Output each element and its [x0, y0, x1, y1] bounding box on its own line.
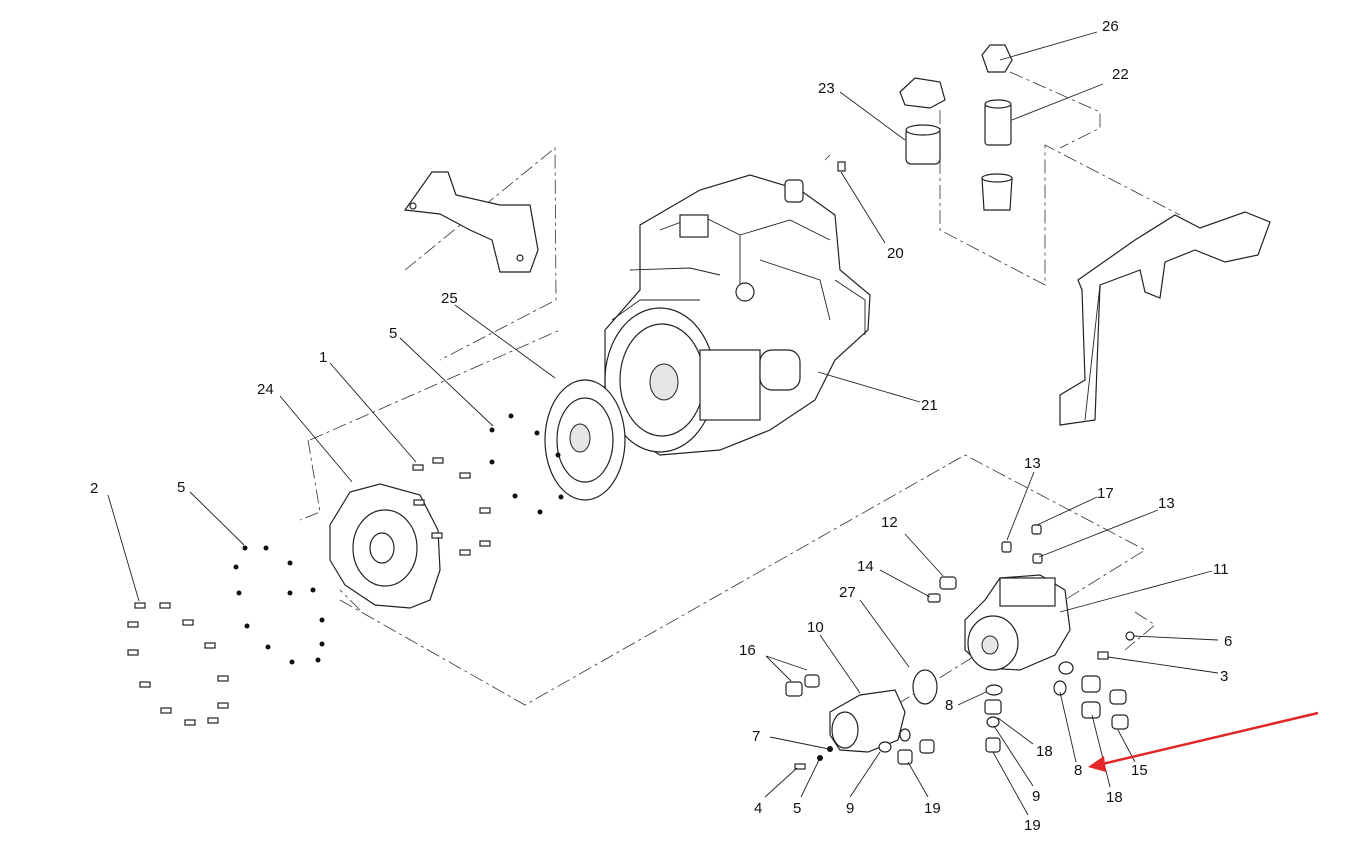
- callout-5-a: 5: [389, 325, 397, 342]
- water-separator: [981, 44, 1013, 211]
- callout-24: 24: [257, 381, 274, 398]
- callout-3: 3: [1220, 668, 1228, 685]
- leader-lines: [107, 31, 1219, 816]
- callout-21: 21: [921, 397, 938, 414]
- o-ring-27: [912, 669, 938, 705]
- callout-19-b: 19: [1024, 817, 1041, 834]
- fuel-filter-head: [899, 77, 946, 165]
- callout-12: 12: [881, 514, 898, 531]
- callout-6: 6: [1224, 633, 1232, 650]
- callout-13-b: 13: [1158, 495, 1175, 512]
- callout-17: 17: [1097, 485, 1114, 502]
- callout-4: 4: [754, 800, 762, 817]
- callout-7: 7: [752, 728, 760, 745]
- callout-16: 16: [739, 642, 756, 659]
- hydraulic-pump: [964, 574, 1071, 671]
- engine-assembly: [604, 174, 871, 456]
- callout-19-a: 19: [924, 800, 941, 817]
- callout-9-a: 9: [846, 800, 854, 817]
- callout-27: 27: [839, 584, 856, 601]
- engine-mount-bracket-left: [403, 171, 539, 273]
- callout-14: 14: [857, 558, 874, 575]
- callout-18-a: 18: [1036, 743, 1053, 760]
- callout-22: 22: [1112, 66, 1129, 83]
- gear-pump: [829, 689, 906, 753]
- callout-25: 25: [441, 290, 458, 307]
- callout-15: 15: [1131, 762, 1148, 779]
- flywheel-disc: [544, 379, 626, 501]
- callout-10: 10: [807, 619, 824, 636]
- flywheel-housing: [329, 483, 441, 609]
- callout-1: 1: [319, 349, 327, 366]
- callout-23: 23: [818, 80, 835, 97]
- callout-2: 2: [90, 480, 98, 497]
- highlight-arrow: [1088, 711, 1319, 772]
- callout-18-b: 18: [1106, 789, 1123, 806]
- callout-11: 11: [1213, 561, 1229, 578]
- fasteners: [127, 161, 1135, 770]
- callout-labels: 1 2 3 4 5 5 5 6 7 8 8 9 9 10 11 12 13 13…: [90, 18, 1232, 834]
- callout-9-b: 9: [1032, 788, 1040, 805]
- callout-5-c: 5: [793, 800, 801, 817]
- callout-5-b: 5: [177, 479, 185, 496]
- engine-mount-bracket-right: [1059, 211, 1271, 426]
- callout-8-a: 8: [945, 697, 953, 714]
- callout-20: 20: [887, 245, 904, 262]
- callout-13-a: 13: [1024, 455, 1041, 472]
- callout-26: 26: [1102, 18, 1119, 35]
- callout-8-b: 8: [1074, 762, 1082, 779]
